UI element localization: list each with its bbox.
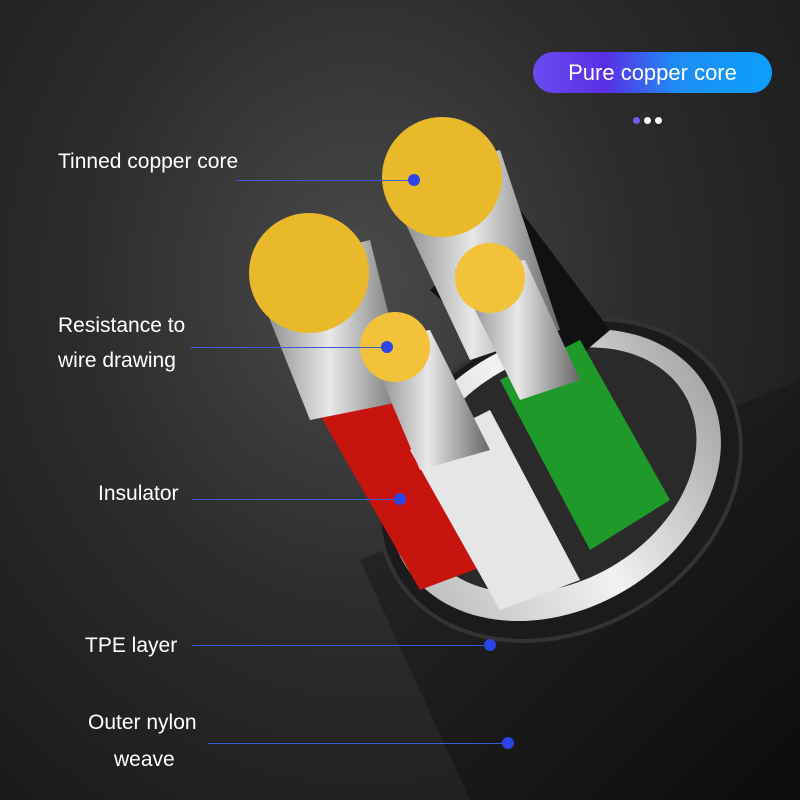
callout-tpe-layer: TPE layer <box>85 634 178 657</box>
callout-line <box>190 347 386 348</box>
callout-point <box>394 493 406 505</box>
callout-resistance-line2: wire drawing <box>58 349 176 372</box>
copper-core-1 <box>382 117 502 237</box>
callout-point <box>484 639 496 651</box>
callout-point <box>502 737 514 749</box>
callout-line <box>192 645 490 646</box>
carousel-dot-1[interactable] <box>633 117 640 124</box>
callout-tinned-copper-core: Tinned copper core <box>58 150 239 173</box>
carousel-dot-3[interactable] <box>655 117 662 124</box>
callout-point <box>381 341 393 353</box>
callout-resistance-line1: Resistance to <box>58 314 186 337</box>
callout-line <box>192 499 400 500</box>
callout-insulator: Insulator <box>98 482 179 505</box>
copper-core-2 <box>249 213 369 333</box>
callout-outer-nylon-line2: weave <box>114 748 175 771</box>
pure-copper-core-badge: Pure copper core <box>533 52 772 93</box>
callout-point <box>408 174 420 186</box>
carousel-dots <box>633 117 662 124</box>
copper-core-4 <box>455 243 525 313</box>
callout-line <box>208 743 508 744</box>
copper-core-3 <box>360 312 430 382</box>
callout-outer-nylon-line1: Outer nylon <box>88 711 197 734</box>
carousel-dot-2[interactable] <box>644 117 651 124</box>
callout-line <box>236 180 414 181</box>
